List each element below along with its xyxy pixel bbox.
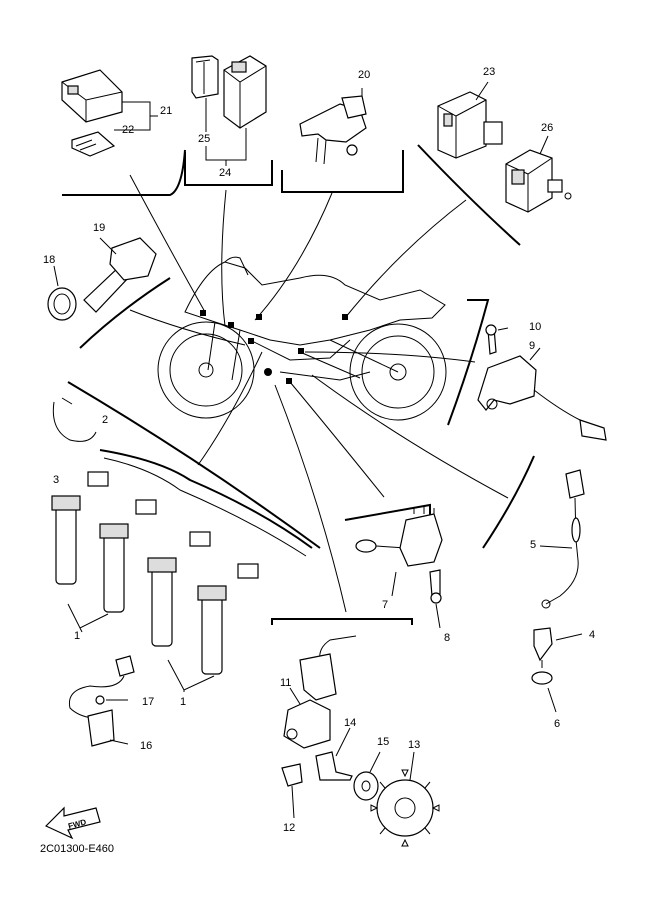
harness-clamp — [52, 401, 97, 442]
callout-6: 6 — [554, 718, 560, 730]
locator-dot — [264, 368, 272, 376]
callout-5: 5 — [530, 539, 536, 551]
callout-15: 15 — [377, 736, 389, 748]
leader-to-19 — [129, 309, 246, 346]
callout-1a: 1 — [74, 630, 80, 642]
callout-3: 3 — [53, 474, 59, 486]
fwd-arrow-icon: FWD — [44, 806, 101, 840]
part-11-sensor — [283, 635, 357, 749]
callout-14: 14 — [344, 717, 356, 729]
front-hub — [198, 362, 214, 378]
leader-lines — [129, 174, 509, 613]
callout-22: 22 — [122, 124, 134, 136]
rear-wheel-tire — [349, 323, 447, 421]
bracket-sensor-5 — [482, 455, 535, 549]
callout-16: 16 — [140, 740, 152, 752]
bracket-sensor-20 — [281, 150, 404, 193]
part-1-3-coils-harness — [51, 397, 313, 692]
locator-dot — [286, 378, 292, 384]
harness-main — [99, 449, 313, 549]
callout-1b: 1 — [180, 696, 186, 708]
bracket-relay-21-22 — [62, 149, 186, 196]
ignition-coil — [51, 495, 81, 585]
callout-13: 13 — [408, 739, 420, 751]
rear-hub — [389, 363, 407, 381]
bracket-coils — [67, 381, 321, 549]
callout-23: 23 — [483, 66, 495, 78]
bolt-14 — [315, 751, 353, 781]
callout-24: 24 — [219, 167, 231, 179]
bike-fairing-body — [184, 261, 446, 346]
bracket-relay-24-25 — [184, 152, 273, 186]
leader-to-7 — [289, 381, 385, 498]
part-18-19-sensor — [47, 237, 157, 321]
callout-10: 10 — [529, 321, 541, 333]
callout-8: 8 — [444, 632, 450, 644]
callout-18: 18 — [43, 254, 55, 266]
locator-dot — [228, 322, 234, 328]
leader-to-20 — [254, 192, 333, 321]
washer-15 — [353, 771, 379, 801]
part-9-10-sensor — [477, 324, 607, 441]
bracket-units-23-26 — [417, 144, 521, 246]
leader-to-5 — [311, 374, 509, 499]
bracket-sensor-11 — [271, 618, 413, 625]
exhaust — [279, 371, 371, 381]
front-wheel-rim — [169, 333, 243, 407]
rotor-13 — [370, 751, 440, 847]
locator-dot — [298, 348, 304, 354]
part-21-22-relay — [61, 69, 158, 157]
rear-wheel-rim — [361, 335, 435, 409]
diagram-code: 2C01300-E460 — [40, 843, 114, 855]
callout-20: 20 — [358, 69, 370, 81]
part-4-6 — [531, 627, 583, 713]
locator-dot — [200, 310, 206, 316]
leader-to-9 — [304, 351, 476, 363]
callout-26: 26 — [541, 122, 553, 134]
locator-dot — [248, 338, 254, 344]
ignition-coil — [147, 557, 177, 647]
callout-2: 2 — [102, 414, 108, 426]
callout-21: 21 — [160, 105, 172, 117]
part-7-8-sensor — [355, 506, 443, 629]
leader-to-23 — [344, 199, 467, 319]
locator-dot — [342, 314, 348, 320]
leader-to-coils — [197, 351, 263, 466]
callout-9: 9 — [529, 340, 535, 352]
motorcycle — [157, 256, 447, 421]
callout-19: 19 — [93, 222, 105, 234]
leader-to-24 — [221, 189, 227, 327]
callout-11: 11 — [280, 677, 291, 689]
windscreen — [224, 256, 249, 276]
bracket-sensor-18-19 — [79, 277, 171, 349]
front-fork — [207, 321, 241, 381]
callout-25: 25 — [198, 133, 210, 145]
callout-17: 17 — [142, 696, 154, 708]
part-24-25-relays — [191, 55, 267, 166]
part-23-26-units — [437, 81, 572, 213]
callout-12: 12 — [283, 822, 295, 834]
callouts: 21 22 25 24 20 23 26 19 18 10 9 2 3 5 7 … — [43, 66, 595, 834]
callout-7: 7 — [382, 599, 388, 611]
locator-dot — [256, 314, 262, 320]
engine-block — [249, 339, 351, 361]
front-wheel-tire — [157, 321, 255, 419]
leader-to-11 — [274, 384, 347, 613]
bracket-sensor-9-10 — [447, 299, 490, 426]
part-12-15-hardware — [281, 727, 440, 847]
leader-to-21 — [129, 174, 206, 313]
bolt-12 — [281, 763, 303, 787]
part-20-sensor — [299, 88, 367, 165]
ignition-coil — [197, 585, 227, 675]
swingarm — [299, 339, 399, 379]
ignition-coil — [99, 523, 129, 613]
part-16-17-sensor — [68, 655, 135, 747]
part-5-sensor — [539, 469, 585, 609]
group-brackets — [62, 144, 535, 625]
callout-4: 4 — [589, 629, 595, 641]
